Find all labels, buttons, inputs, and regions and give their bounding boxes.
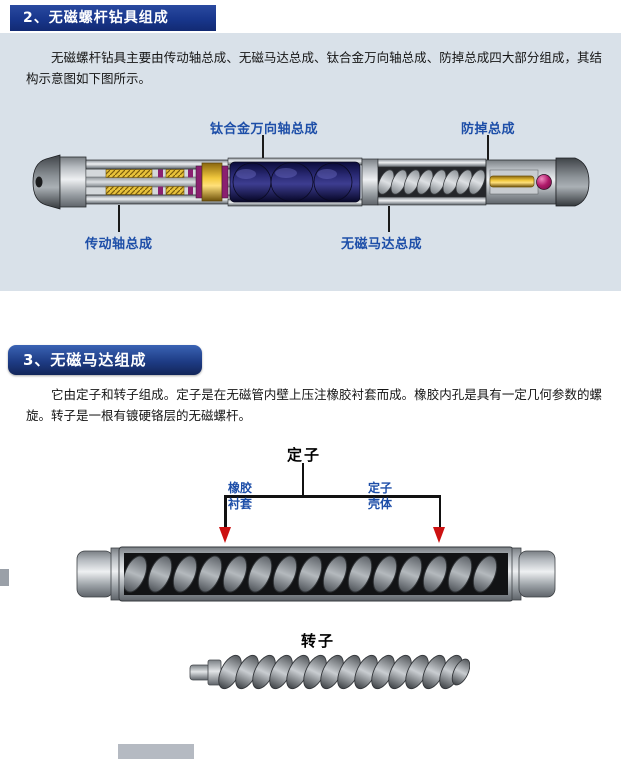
drill-left-nose xyxy=(32,154,87,210)
section2-header: 2、无磁螺杆钻具组成 xyxy=(10,5,216,31)
rotor-diagram xyxy=(188,651,471,693)
shell-arrow-icon xyxy=(433,527,445,543)
stator-svg xyxy=(76,546,556,602)
label-driveshaft: 传动轴总成 xyxy=(85,237,153,252)
page-bottom-marker xyxy=(118,744,194,759)
stator-diagram xyxy=(75,546,557,602)
page-edge-marker xyxy=(0,569,9,586)
drill-coupling xyxy=(361,158,379,206)
bracket-stem-line xyxy=(302,463,304,496)
drill-antidrop-section xyxy=(485,159,557,205)
label-stator-shell: 定子 壳体 xyxy=(368,480,392,512)
section2-paragraph: 无磁螺杆钻具主要由传动轴总成、无磁马达总成、钛合金万向轴总成、防掉总成四大部分组… xyxy=(26,50,602,86)
label-shell-line2: 壳体 xyxy=(368,497,393,511)
stator-right-cap xyxy=(518,550,556,598)
bracket-bar-line xyxy=(224,495,441,498)
rotor-svg xyxy=(189,651,471,693)
rubber-arrow-icon xyxy=(219,527,231,543)
rotor-shaft-stub xyxy=(189,664,211,681)
section3-header: 3、无磁马达组成 xyxy=(8,345,202,375)
pointer-line-motor xyxy=(388,206,390,232)
bracket-left-drop-line xyxy=(224,497,227,527)
label-rubber-line1: 橡胶 xyxy=(228,481,253,495)
drill-motor-cutaway xyxy=(377,158,487,206)
rotor-screw xyxy=(213,651,471,693)
label-rubber-line2: 衬套 xyxy=(228,497,253,511)
pointer-line-antidrop xyxy=(487,135,489,160)
drill-end-cap xyxy=(555,157,590,207)
section3-paragraph: 它由定子和转子组成。定子是在无磁管内壁上压注橡胶衬套而成。橡胶内孔是具有一定几何… xyxy=(26,387,602,423)
stator-left-cap xyxy=(76,550,114,598)
drill-assembly-svg xyxy=(32,154,590,210)
section3-title: 3、无磁马达组成 xyxy=(23,351,147,369)
drill-assembly-diagram xyxy=(30,150,592,214)
label-stator: 定子 xyxy=(287,446,322,464)
label-rubber-liner: 橡胶 衬套 xyxy=(228,480,252,512)
label-rotor: 转子 xyxy=(301,632,336,650)
drill-driveshaft-cutaway xyxy=(85,159,249,205)
drill-universal-joint xyxy=(227,157,363,207)
label-motor: 无磁马达总成 xyxy=(341,237,423,252)
bracket-right-drop-line xyxy=(438,497,441,527)
pointer-line-driveshaft xyxy=(118,205,120,232)
label-universal-shaft: 钛合金万向轴总成 xyxy=(210,122,319,137)
label-shell-line1: 定子 xyxy=(368,481,393,495)
label-antidrop: 防掉总成 xyxy=(461,122,516,137)
pointer-line-universal xyxy=(262,135,264,160)
section2-title: 2、无磁螺杆钻具组成 xyxy=(23,10,169,26)
